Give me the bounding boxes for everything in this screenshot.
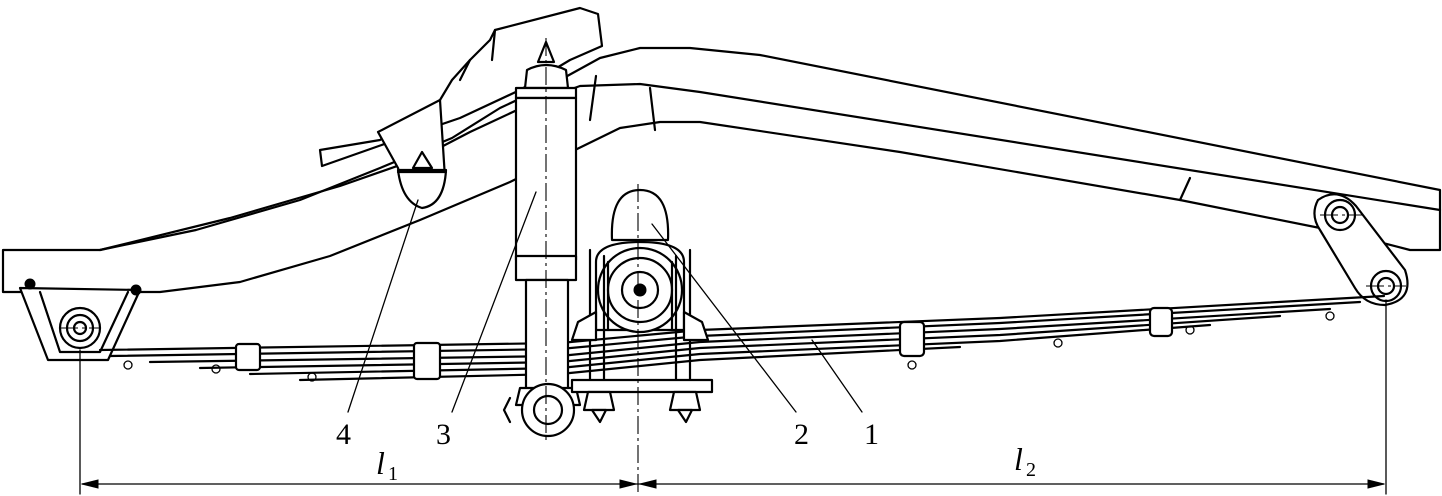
shock-absorber [502,38,582,440]
bump-stop [376,98,448,210]
axle-assembly [570,184,714,492]
callout-4: 4 [336,418,351,451]
leaf-spring [98,294,1386,382]
front-spring-bracket [18,278,142,362]
leader-lines [347,191,863,413]
callout-3: 3 [436,418,451,451]
dimension-l1-subscript: 1 [388,463,398,485]
callout-1: 1 [864,418,879,451]
dimension-l1-symbol: l [376,445,385,481]
shackle [1313,193,1409,307]
dimension-lines [60,214,1406,495]
callout-2: 2 [794,418,809,451]
dimension-l2-subscript: 2 [1026,459,1036,481]
frame-rail [1,6,1442,294]
dimension-l2-symbol: l [1014,441,1023,477]
